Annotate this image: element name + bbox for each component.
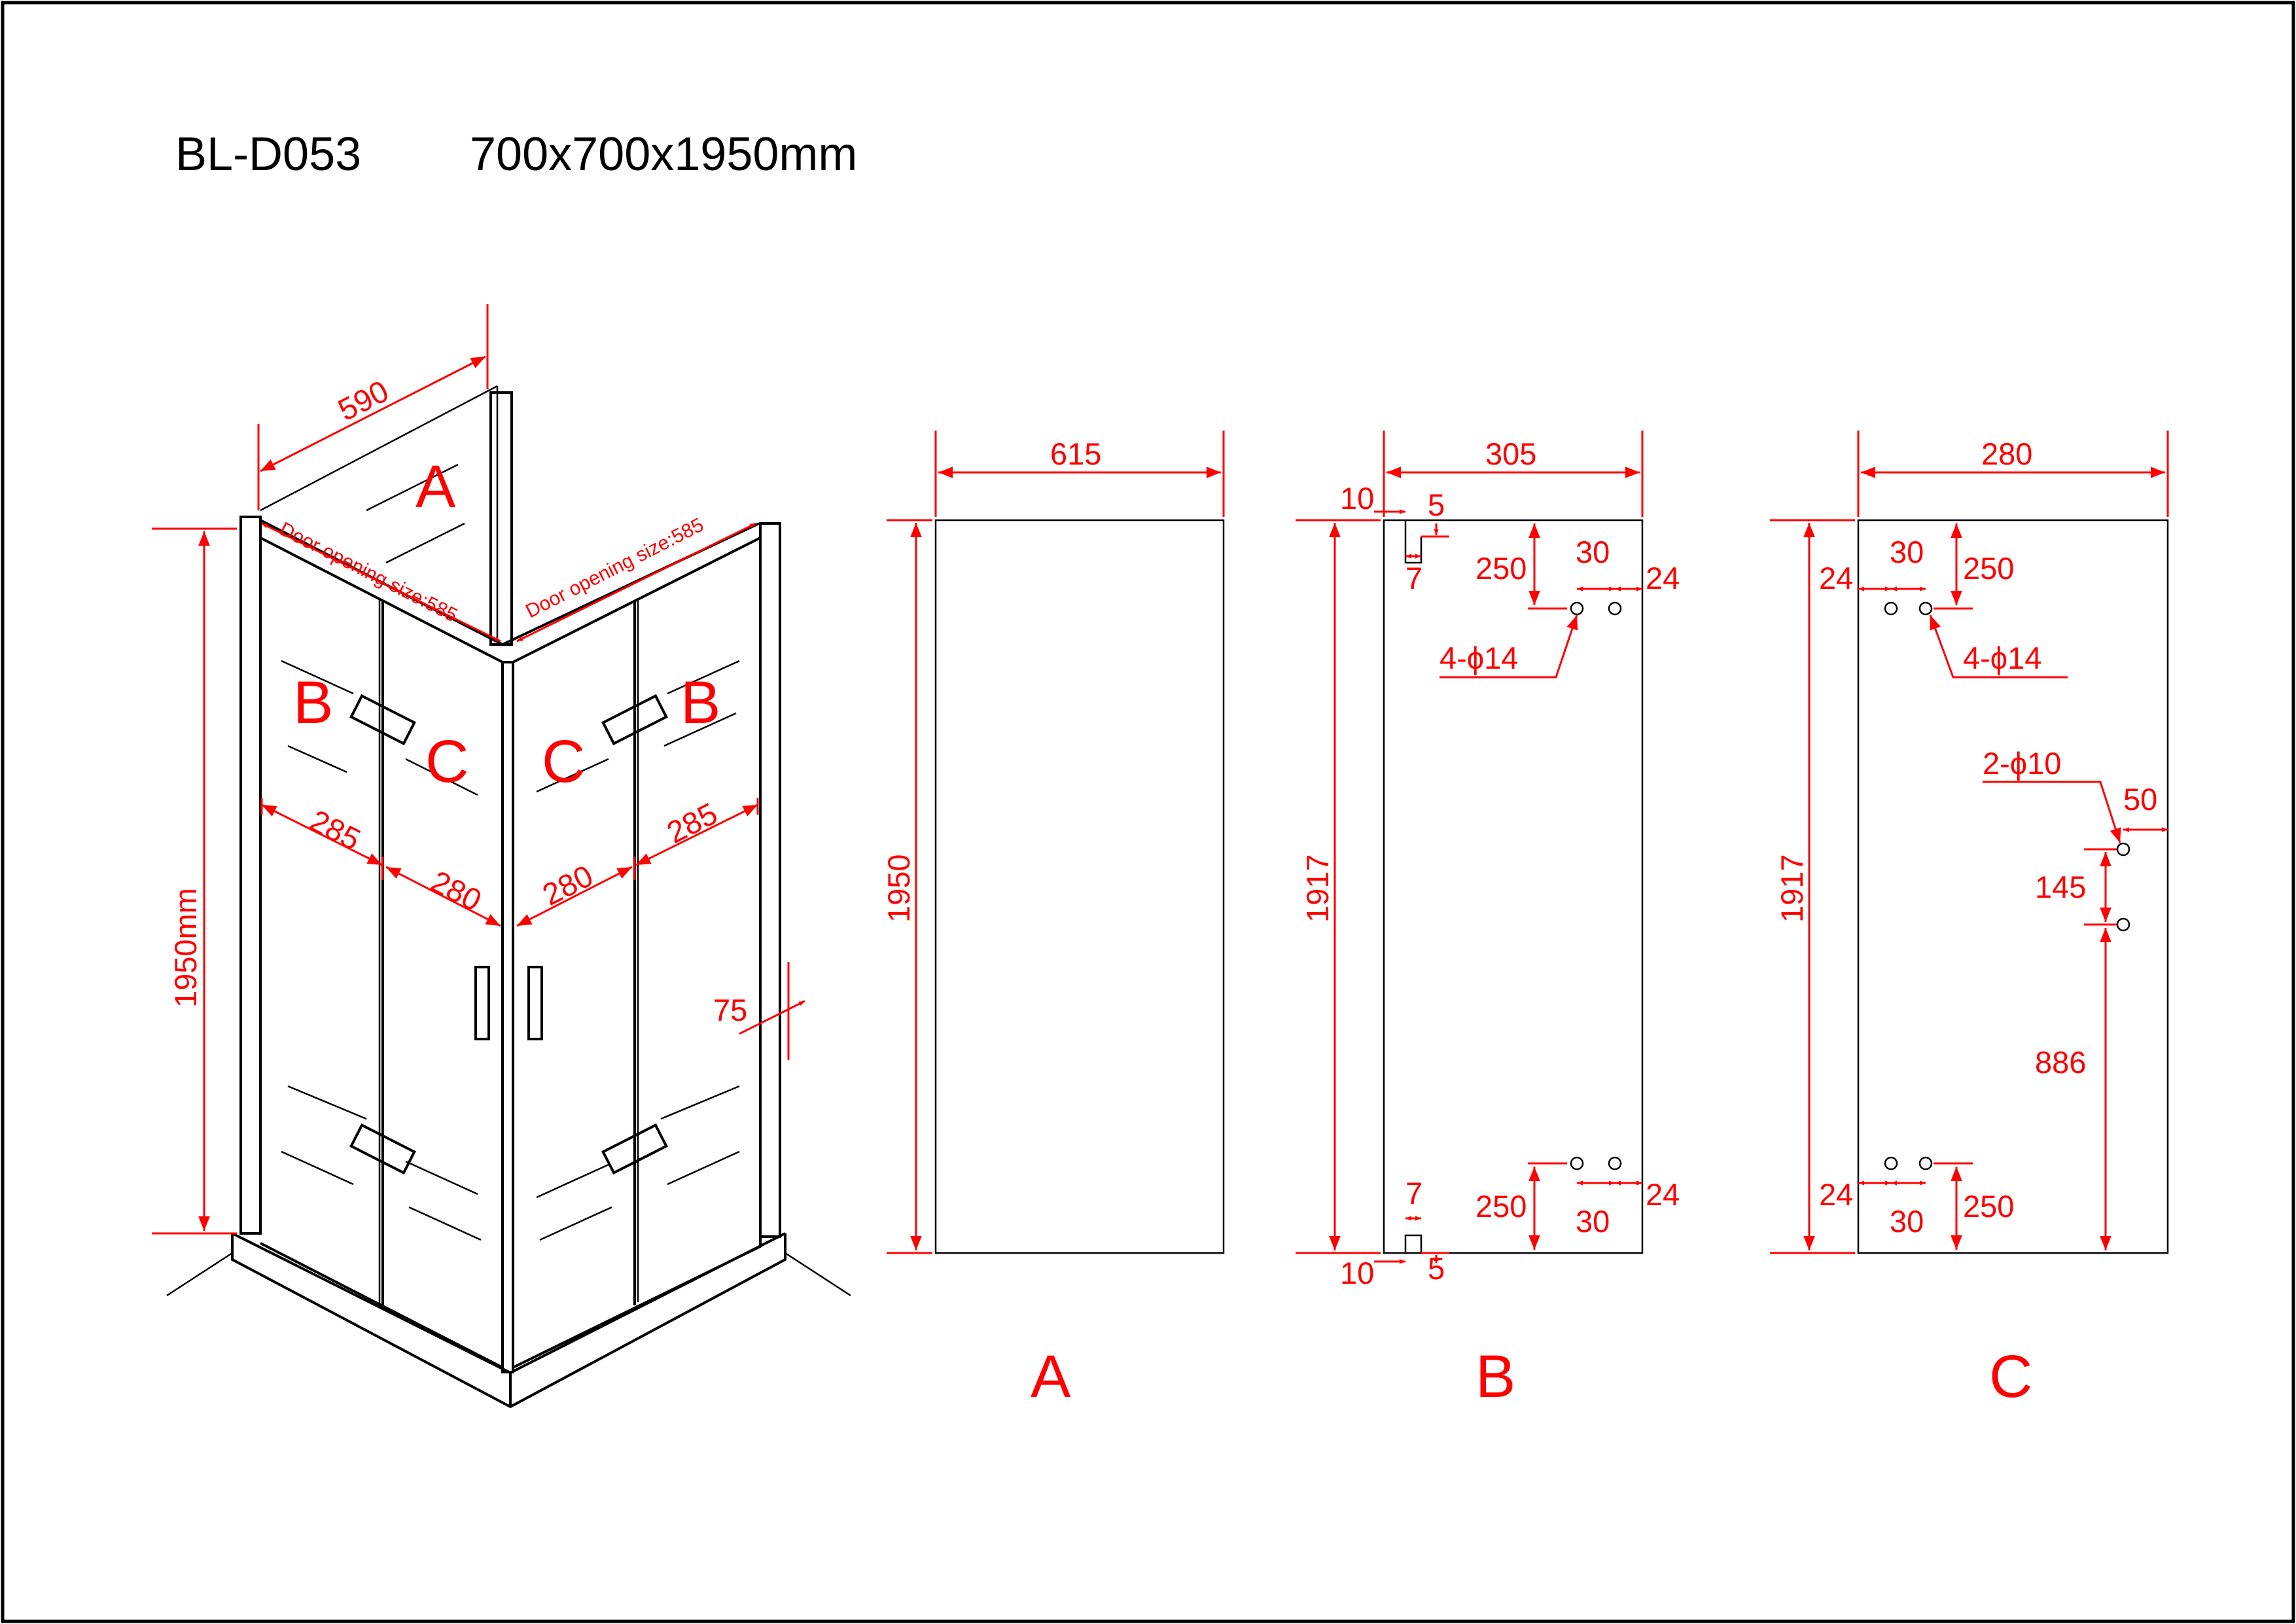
panel-a-outline [934, 519, 1225, 1254]
overview-label-a: A [415, 453, 456, 520]
dim-left-inner: 280 [425, 864, 487, 918]
panel-a-label: A [1031, 1343, 1071, 1410]
dim-right-outer: 285 [661, 796, 722, 850]
dim-panel-c-height: 1917 [1775, 854, 1809, 923]
dim-panel-b-notch-bottom: 5 [1428, 1251, 1445, 1286]
dim-panel-c-spacing-bottom: 30 [1890, 1204, 1924, 1239]
panel-b-hole [1570, 601, 1584, 616]
panel-b-hole [1608, 601, 1622, 616]
overview-dimensions: 590 Door opening size:585 Door opening s… [152, 304, 805, 1235]
model-title: BL-D053 [175, 128, 361, 181]
dim-panel-b-hole-from-bottom: 250 [1475, 1189, 1527, 1224]
dim-panel-c-edge-bottom: 24 [1819, 1177, 1853, 1212]
panel-c: 280 1917 24 30 250 4-ϕ14 2-ϕ10 50 145 88… [1770, 431, 2169, 1410]
dim-panel-b-offset-bottom: 10 [1340, 1256, 1374, 1290]
panel-a: 615 1950 A [881, 431, 1225, 1410]
dim-panel-b-edge-top: 24 [1646, 561, 1680, 595]
overview-sketch [166, 385, 851, 1409]
dim-panel-c-handle-height: 886 [2035, 1045, 2086, 1080]
dim-panel-c-spacing-top: 30 [1890, 535, 1924, 569]
panel-c-hole [1918, 1156, 1933, 1171]
dim-panel-a-width: 615 [1050, 436, 1101, 471]
dim-panel-c-holes: 4-ϕ14 [1963, 641, 2041, 675]
dim-panel-c-handle-holes: 2-ϕ10 [1983, 746, 2061, 781]
dim-panel-b-notch-width-bottom: 7 [1405, 1176, 1422, 1210]
panel-c-hole [1884, 601, 1898, 616]
dim-panel-b-hole-from-top: 250 [1475, 551, 1527, 586]
panel-c-handle-hole [2116, 842, 2130, 856]
dim-door-right: Door opening size:585 [522, 514, 707, 623]
dim-panel-b-offset-top: 10 [1340, 481, 1374, 516]
dim-overview-width: 590 [332, 373, 394, 427]
dim-panel-b-width: 305 [1485, 436, 1536, 471]
overview-label-c-right: C [542, 728, 585, 795]
panel-b: 305 1917 10 5 7 250 30 24 4-ϕ14 7 250 30… [1296, 431, 1680, 1410]
panel-b-outline [1383, 519, 1644, 1254]
panel-b-hole [1608, 1156, 1622, 1171]
overview-label-b-right: B [680, 669, 720, 736]
dim-right-inner: 280 [537, 858, 598, 912]
overview-label-c-left: C [425, 728, 468, 795]
dim-panel-b-spacing-bottom: 30 [1576, 1204, 1610, 1239]
dim-panel-c-width: 280 [1981, 436, 2032, 471]
dim-panel-c-handle-edge: 50 [2123, 782, 2157, 817]
dim-overview-height: 1950mm [168, 888, 203, 1008]
dim-panel-c-handle-spacing: 145 [2035, 870, 2086, 904]
dim-panel-a-height: 1950 [881, 854, 916, 923]
dim-left-outer: 285 [304, 803, 366, 857]
panel-b-hole [1570, 1156, 1584, 1171]
dim-profile: 75 [713, 993, 747, 1027]
dim-panel-c-hole-from-top: 250 [1963, 551, 2014, 586]
dim-panel-b-notch-top: 5 [1428, 487, 1445, 522]
dim-panel-b-notch-width-top: 7 [1405, 561, 1422, 595]
panel-c-hole [1884, 1156, 1898, 1171]
dim-door-left: Door opening size:585 [276, 518, 461, 627]
dim-panel-b-height: 1917 [1300, 854, 1335, 923]
panel-c-handle-hole [2116, 917, 2130, 932]
overview-label-b-left: B [293, 669, 333, 736]
dim-panel-c-edge-top: 24 [1819, 561, 1853, 595]
dim-panel-b-spacing-top: 30 [1576, 535, 1610, 569]
dim-panel-b-edge-bottom: 24 [1646, 1177, 1680, 1212]
panel-c-label: C [1989, 1343, 2032, 1410]
panel-b-label: B [1475, 1343, 1515, 1410]
panel-c-outline [1857, 519, 2169, 1254]
panel-c-hole [1918, 601, 1933, 616]
size-title: 700x700x1950mm [470, 128, 857, 181]
dim-panel-b-holes: 4-ϕ14 [1439, 641, 1518, 675]
dim-panel-c-hole-from-bottom: 250 [1963, 1189, 2014, 1224]
